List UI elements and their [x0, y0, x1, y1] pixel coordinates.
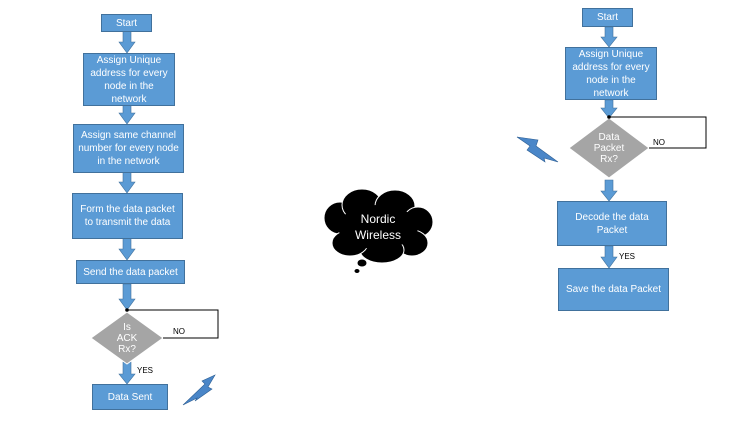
- right-decision-diamond: [568, 117, 650, 179]
- right-decision-label: Data Packet Rx?: [588, 128, 630, 168]
- arrow-channel-to-form: [118, 171, 136, 194]
- left-decision-line1: Is: [123, 321, 131, 333]
- left-decision-line2: ACK: [116, 332, 138, 344]
- right-decode-box: Decode the data Packet: [557, 201, 667, 246]
- arrow-address-to-channel: [118, 104, 136, 125]
- right-start-label: Start: [596, 12, 619, 23]
- cloud-text: Nordic Wireless: [345, 211, 411, 243]
- left-no-label: NO: [173, 327, 185, 336]
- left-data-sent-box: Data Sent: [92, 384, 168, 410]
- left-assign-channel-label: Assign same channel number for every nod…: [78, 130, 179, 167]
- arrow-start-to-address: [118, 30, 136, 54]
- left-start-label: Start: [115, 17, 138, 29]
- left-assign-address-label: Assign Unique address for every node in …: [90, 54, 168, 105]
- right-decision-line2: Packet: [593, 142, 625, 154]
- arrow-right-address-to-decision: [600, 99, 618, 119]
- arrow-form-to-send: [118, 237, 136, 261]
- lightning-bolt-icon-left: [182, 374, 216, 406]
- left-assign-address-box: Assign Unique address for every node in …: [83, 53, 175, 106]
- left-no-loop: [125, 308, 219, 339]
- arrow-decision-to-sent: [118, 361, 136, 385]
- left-arrows: [118, 30, 136, 385]
- nordic-wireless-cloud: [323, 188, 434, 274]
- left-yes-label: YES: [137, 366, 154, 375]
- lightning-bolt-icon-right: [516, 136, 559, 163]
- left-decision-line3: Rx?: [118, 343, 136, 355]
- right-no-loop: [607, 115, 707, 149]
- arrow-right-decision-to-decode: [600, 179, 618, 202]
- right-yes-label: YES: [619, 252, 636, 261]
- right-save-label: Save the data Packet: [565, 284, 662, 295]
- right-no-label: NO: [653, 138, 665, 147]
- left-assign-channel-box: Assign same channel number for every nod…: [73, 124, 184, 173]
- right-save-box: Save the data Packet: [558, 268, 669, 311]
- left-form-packet-box: Form the data packet to transmit the dat…: [72, 193, 183, 239]
- right-assign-address-label: Assign Unique address for every node in …: [572, 48, 650, 99]
- left-data-sent-label: Data Sent: [107, 391, 153, 403]
- right-decode-label: Decode the data Packet: [575, 211, 649, 236]
- left-start-box: Start: [101, 14, 152, 32]
- cloud-line2: Wireless: [354, 228, 401, 242]
- right-decision-line3: Rx?: [600, 153, 618, 165]
- left-send-packet-box: Send the data packet: [76, 260, 185, 284]
- left-decision-label: Is ACK Rx?: [108, 318, 146, 358]
- left-send-packet-label: Send the data packet: [83, 266, 178, 278]
- arrow-send-to-decision: [118, 283, 136, 311]
- arrow-right-decode-to-save: [600, 245, 618, 269]
- right-arrows: [600, 26, 618, 269]
- arrow-right-start-to-address: [600, 26, 618, 48]
- left-decision-diamond: [90, 311, 164, 365]
- right-start-box: Start: [582, 8, 633, 27]
- right-assign-address-box: Assign Unique address for every node in …: [565, 47, 657, 100]
- left-form-packet-label: Form the data packet to transmit the dat…: [80, 204, 175, 228]
- right-decision-line1: Data: [598, 131, 620, 143]
- cloud-line1: Nordic: [360, 212, 396, 226]
